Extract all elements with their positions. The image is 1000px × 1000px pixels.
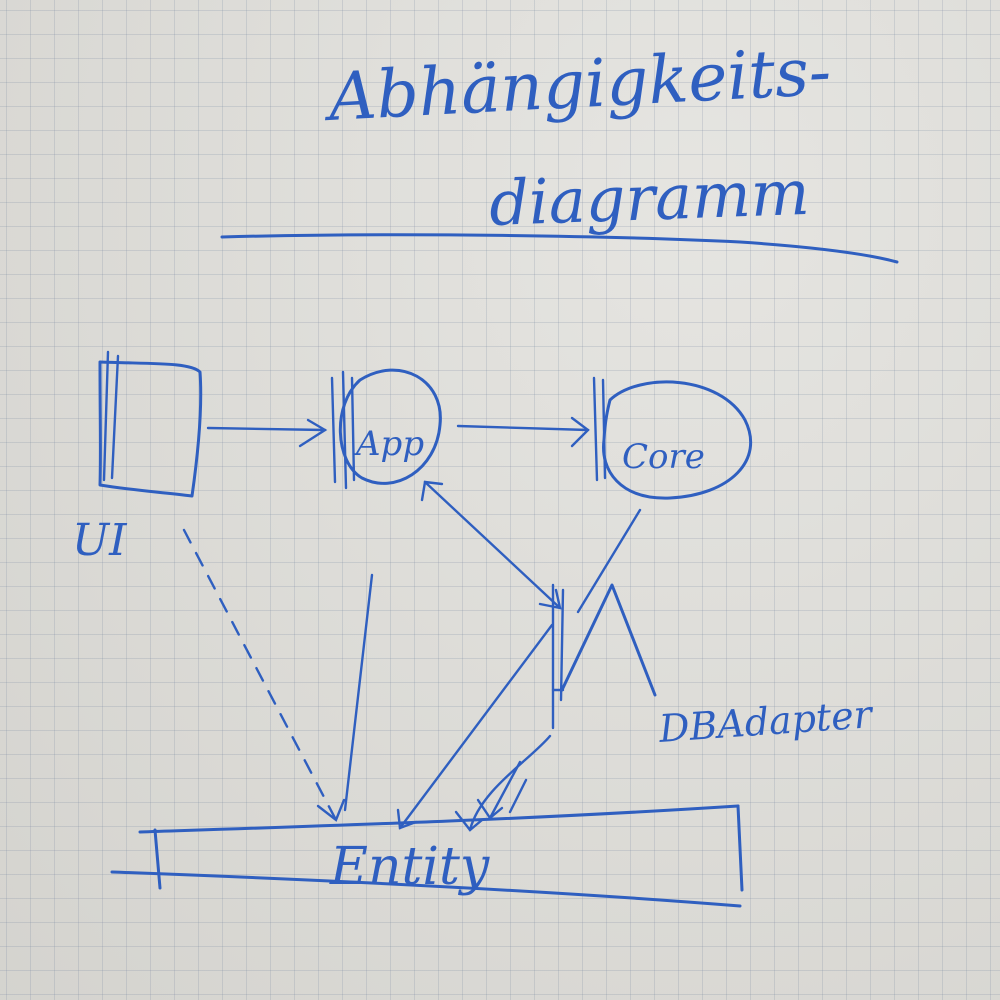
arrow-ui-entity xyxy=(182,528,338,822)
core-label: Core xyxy=(622,437,705,477)
arrow-app-core xyxy=(456,424,590,432)
ui-box xyxy=(98,360,203,498)
app-circle xyxy=(338,368,442,485)
ui-node: UI xyxy=(72,350,203,566)
ui-label: UI xyxy=(72,515,128,566)
dbadapter-triangle xyxy=(560,583,657,697)
arrow-app-entity xyxy=(343,573,374,812)
dbadapter-label: DBAdapter xyxy=(657,692,876,751)
arrow-app-dbadapter xyxy=(423,480,562,610)
entity-node: Entity xyxy=(110,804,744,908)
arrow-ui-app xyxy=(206,426,327,432)
dependency-arrows xyxy=(182,416,642,832)
entity-label: Entity xyxy=(329,837,490,897)
entity-bar-bottom xyxy=(110,870,742,908)
entity-bar-left xyxy=(153,828,162,890)
arrow-dbadapter-entity xyxy=(398,623,554,830)
entity-bar-right xyxy=(736,804,744,892)
dbadapter-node: DBAdapter xyxy=(551,583,876,751)
entity-bar-top xyxy=(138,804,740,834)
title-line2: diagramm xyxy=(488,156,811,240)
title-line1: Abhängigkeits- xyxy=(321,33,833,137)
title-underline xyxy=(220,233,899,264)
arrow-core-dbadapter xyxy=(576,508,642,614)
core-node: Core xyxy=(592,376,752,500)
app-node: App xyxy=(330,368,442,490)
app-label: App xyxy=(353,424,424,464)
